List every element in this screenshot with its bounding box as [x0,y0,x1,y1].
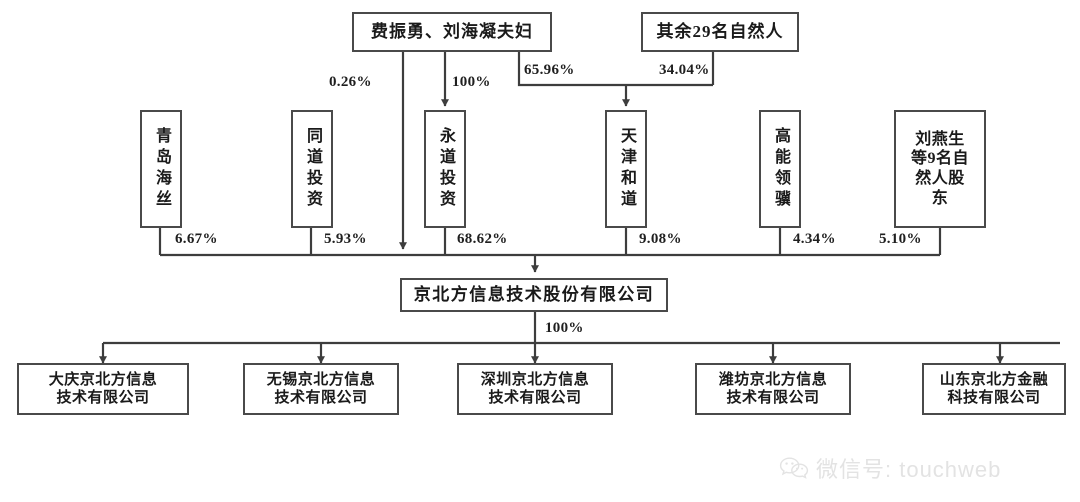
node-subsidiary-daqing[interactable]: 大庆京北方信息 技术有限公司 [17,363,189,415]
subsidiary-line-2: 技术有限公司 [274,390,368,406]
edge-label-6-67-percent: 6.67% [175,231,218,247]
node-gaoneng-lingji[interactable]: 高能领骥 [759,110,801,228]
subsidiary-line-2: 技术有限公司 [488,390,582,406]
node-shuidao-touzi[interactable]: 永道投资 [424,110,466,228]
edge-label-0-26-percent: 0.26% [329,74,372,90]
node-subsidiary-shandong[interactable]: 山东京北方金融 科技有限公司 [922,363,1066,415]
node-subsidiary-shenzhen[interactable]: 深圳京北方信息 技术有限公司 [457,363,613,415]
edge-label-34-04-percent: 34.04% [659,62,710,78]
subsidiary-line-2: 技术有限公司 [56,390,150,406]
node-subsidiary-weifang[interactable]: 潍坊京北方信息 技术有限公司 [695,363,851,415]
node-liuyansheng-group[interactable]: 刘燕生等9名自然人股东 [894,110,986,228]
edge-label-9-08-percent: 9.08% [639,231,682,247]
edge-label-5-10-percent: 5.10% [879,231,922,247]
watermark-text: 微信号: touchweb [816,457,1002,482]
subsidiary-line-1: 深圳京北方信息 [480,371,590,388]
edge-label-100-percent-shuidao: 100% [452,74,491,90]
edge-label-5-93-percent: 5.93% [324,231,367,247]
subsidiary-line-2: 科技有限公司 [947,390,1041,406]
subsidiary-line-1: 山东京北方金融 [939,371,1049,388]
node-qingdao-haisi[interactable]: 青岛海丝 [140,110,182,228]
subsidiary-line-2: 技术有限公司 [726,390,820,406]
subsidiary-line-1: 大庆京北方信息 [48,371,158,388]
node-tianjin-hedao[interactable]: 天津和道 [605,110,647,228]
node-listed-company[interactable]: 京北方信息技术股份有限公司 [400,278,668,312]
edge-label-65-96-percent: 65.96% [524,62,575,78]
wechat-icon [779,456,809,481]
subsidiary-line-1: 无锡京北方信息 [266,371,376,388]
subsidiary-line-1: 潍坊京北方信息 [718,371,828,388]
edge-label-4-34-percent: 4.34% [793,231,836,247]
watermark: 微信号: touchweb [779,452,1001,484]
node-tongdao-touzi[interactable]: 同道投资 [291,110,333,228]
edge-label-100-percent-subsidiaries: 100% [545,320,584,336]
edge-label-68-62-percent: 68.62% [457,231,508,247]
node-other-29-persons[interactable]: 其余29名自然人 [641,12,799,52]
node-subsidiary-wuxi[interactable]: 无锡京北方信息 技术有限公司 [243,363,399,415]
node-couple-shareholder[interactable]: 费振勇、刘海凝夫妇 [352,12,552,52]
